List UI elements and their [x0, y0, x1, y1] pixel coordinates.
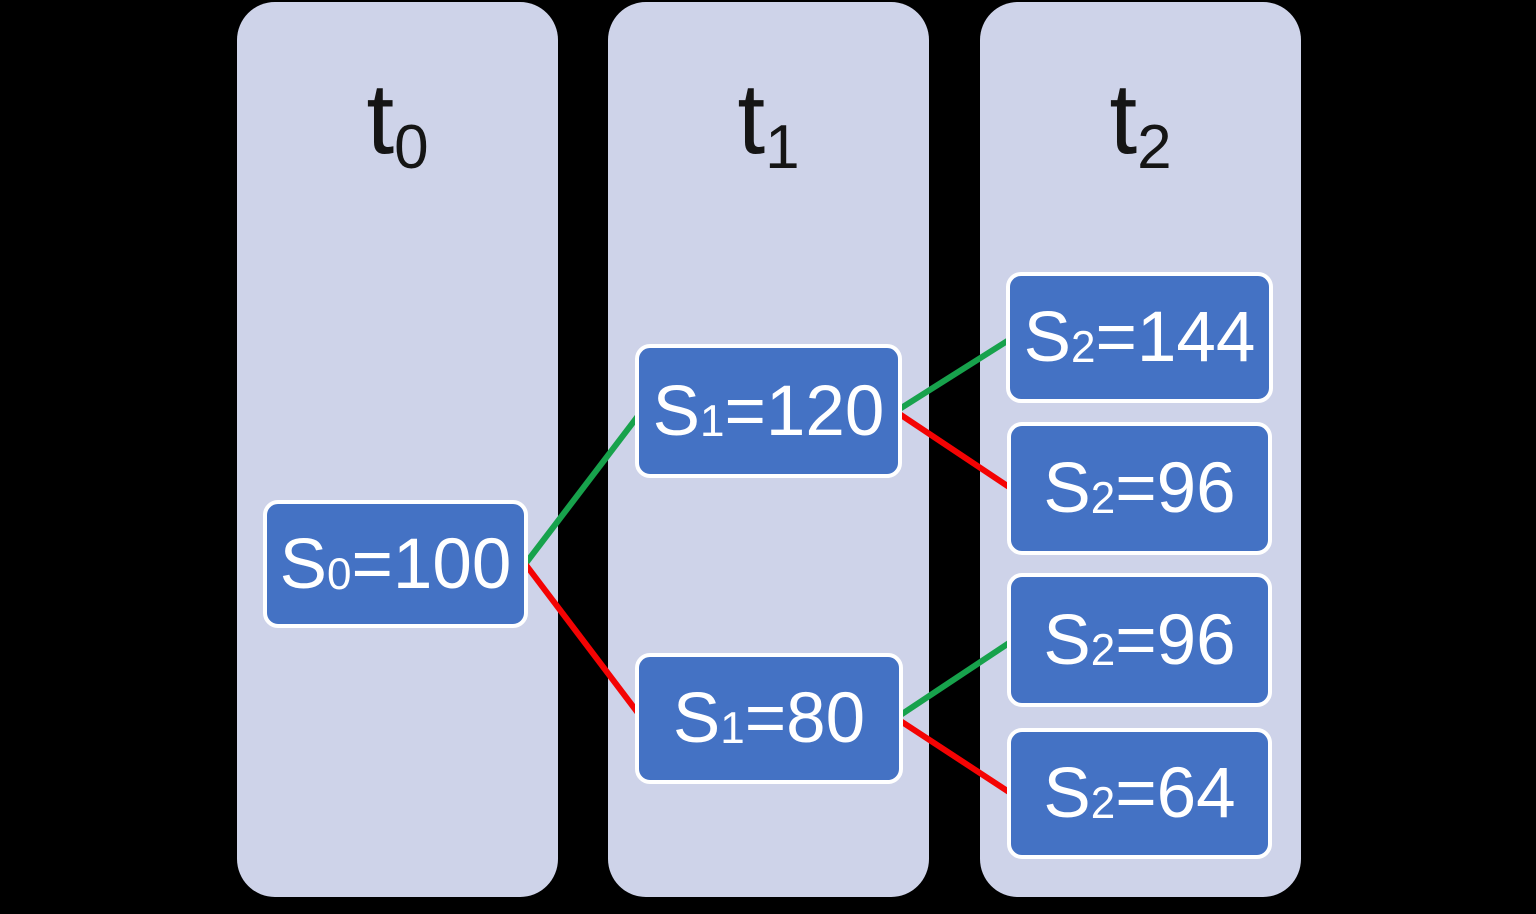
- node-symbol: S: [1043, 600, 1091, 680]
- header-base: t: [366, 63, 395, 175]
- header-subscript: 1: [765, 112, 800, 182]
- column-t0: t0: [237, 2, 558, 897]
- header-subscript: 2: [1137, 112, 1172, 182]
- node-symbol: S: [279, 524, 327, 604]
- header-subscript: 0: [394, 112, 429, 182]
- column-header-t0: t0: [237, 63, 558, 178]
- node-value: =100: [351, 524, 512, 604]
- node-symbol: S: [672, 679, 721, 758]
- node-symbol: S: [652, 371, 700, 451]
- header-base: t: [1109, 63, 1138, 175]
- node-symbol: S: [1043, 449, 1091, 528]
- node-value: =96: [1115, 449, 1236, 528]
- node-value: =80: [744, 679, 866, 758]
- node-value: =120: [724, 371, 885, 451]
- node-symbol: S: [1023, 298, 1071, 377]
- column-header-t1: t1: [608, 63, 929, 178]
- header-base: t: [737, 63, 766, 175]
- node-value: =96: [1115, 600, 1236, 680]
- node-value: =64: [1115, 754, 1236, 833]
- node-value: =144: [1095, 298, 1256, 377]
- column-header-t2: t2: [980, 63, 1301, 178]
- node-symbol: S: [1043, 754, 1091, 833]
